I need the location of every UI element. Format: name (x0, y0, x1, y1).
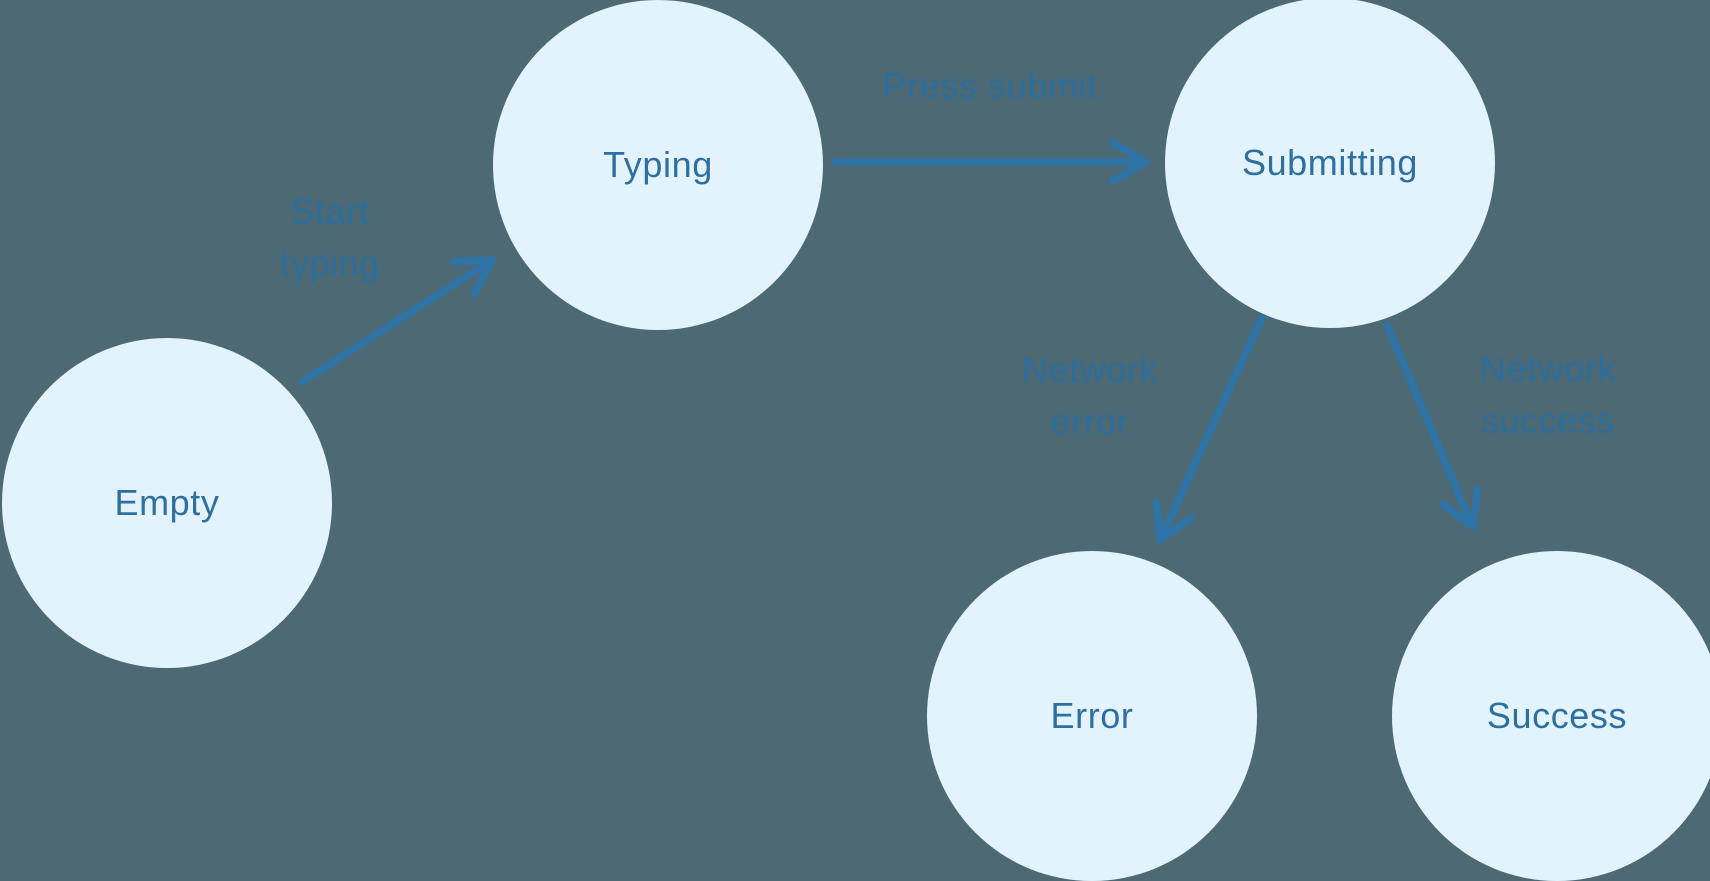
state-node-label: Error (1050, 695, 1134, 736)
edge-label-line: typing (280, 243, 380, 284)
state-node-success: Success (1392, 551, 1710, 881)
state-node-label: Typing (603, 144, 713, 185)
edge-label-network-error: Network error (1022, 344, 1158, 448)
edge-label-line: Press submit (882, 65, 1098, 106)
state-node-typing: Typing (493, 0, 823, 330)
edge-label-line: Start (290, 191, 370, 232)
edge-arrow-press-submit (832, 139, 1150, 185)
edge-arrow-network-error (1152, 314, 1266, 544)
edge-label-press-submit: Press submit (882, 60, 1097, 112)
state-node-error: Error (927, 551, 1257, 881)
state-node-label: Empty (114, 482, 220, 523)
edge-label-line: success (1480, 400, 1616, 441)
edge-arrow-network-success (1383, 321, 1482, 531)
edge-label-start-typing: Start typing (280, 186, 380, 290)
state-node-empty: Empty (2, 338, 332, 668)
edge-label-line: error (1050, 401, 1130, 442)
edge-label-line: Network (1021, 349, 1159, 390)
edge-label-network-success: Network success (1480, 343, 1616, 447)
edge-label-line: Network (1479, 348, 1617, 389)
state-node-label: Submitting (1241, 142, 1419, 183)
state-node-submitting: Submitting (1165, 0, 1495, 328)
state-node-label: Success (1486, 695, 1628, 736)
